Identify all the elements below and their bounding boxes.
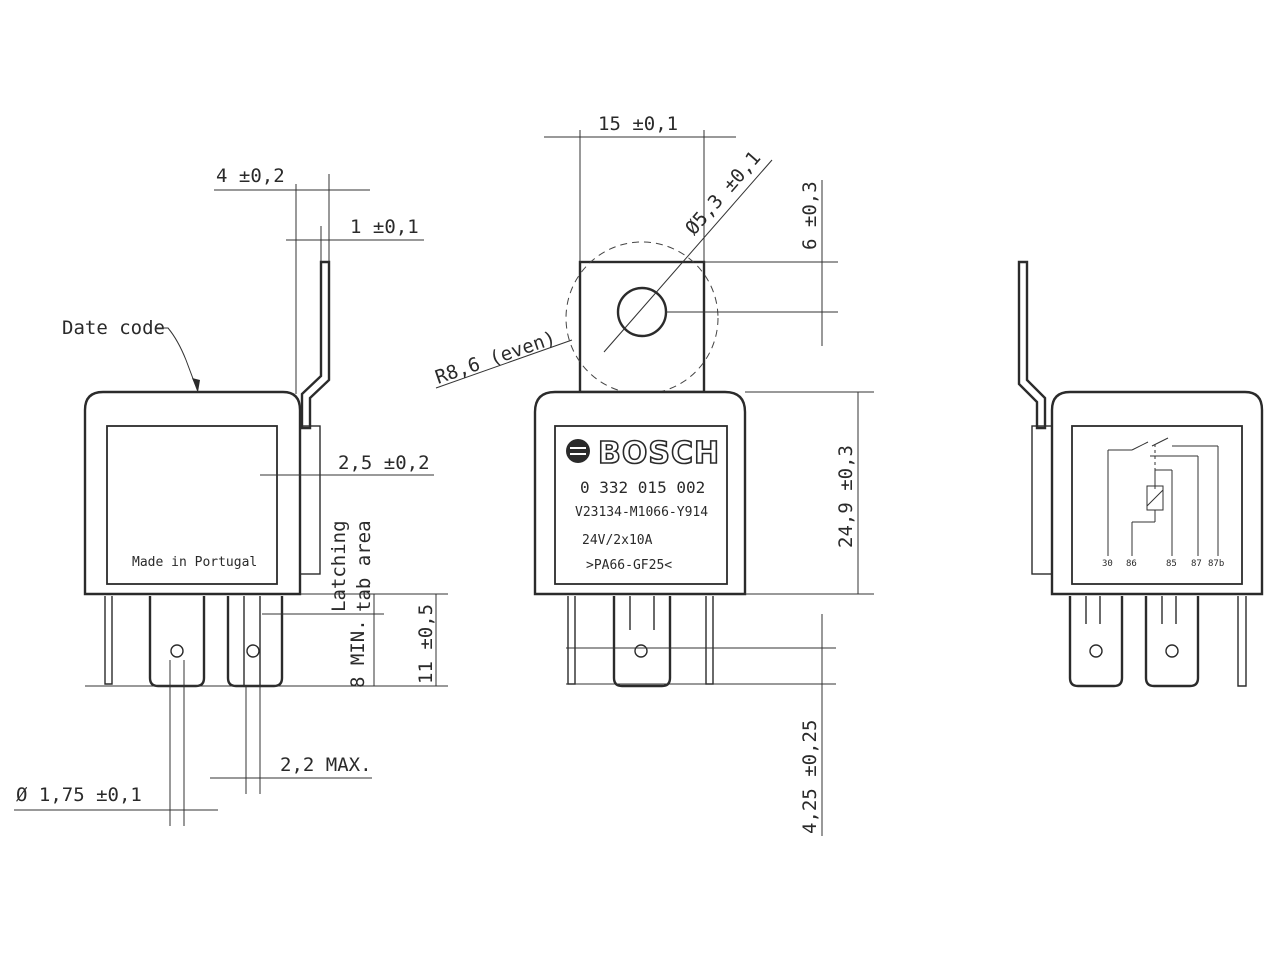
mount-hole (616, 286, 668, 338)
bosch-logo-mark-2 (570, 453, 586, 455)
date-code-arrow (192, 378, 200, 392)
brand-text: BOSCH (598, 436, 720, 471)
date-code-leader (155, 327, 199, 393)
left-label-area (106, 425, 278, 585)
bosch-logo-icon (566, 439, 590, 463)
code-text: V23134-M1066-Y914 (575, 505, 708, 520)
pin-label-85: 85 (1166, 559, 1177, 569)
right-view: 30 86 85 87 87b (1017, 260, 1264, 688)
left-relay-body (83, 390, 302, 596)
pin-label-87b: 87b (1208, 559, 1224, 569)
dim-4-25-text: 4,25 ±0,25 (799, 720, 821, 834)
pin-label-30: 30 (1102, 559, 1113, 569)
right-bracket-tab (1017, 260, 1047, 430)
bosch-logo-mark-1 (570, 447, 586, 449)
left-view: Made in Portugal Date code 4 ±0,2 1 ±0,1… (14, 165, 448, 826)
center-pin-thin-1 (567, 596, 576, 685)
dim-radius-text: R8,6 (even) (432, 327, 558, 389)
right-pin-thin (1237, 596, 1247, 687)
center-pin-main (612, 596, 672, 688)
left-pin-2 (226, 596, 284, 688)
left-pin-1 (148, 596, 206, 688)
left-bracket-tab (300, 260, 331, 430)
right-pin-1-hole (1089, 644, 1103, 658)
dim-2-2-text: 2,2 MAX. (280, 754, 372, 776)
right-relay-body (1050, 390, 1264, 596)
pin-label-86: 86 (1126, 559, 1137, 569)
dim-dia-text: Ø 1,75 ±0,1 (16, 784, 142, 806)
center-pin-hole (634, 644, 648, 658)
made-in-text: Made in Portugal (132, 555, 257, 570)
center-relay-body (533, 390, 747, 596)
dim-24-text: 24,9 ±0,3 (835, 445, 857, 548)
latching-label-2: tab area (353, 520, 375, 612)
dim-8-text: 8 MIN. (347, 619, 369, 688)
right-label-area (1071, 425, 1243, 585)
right-latching-tab (1031, 425, 1053, 575)
dim-15-text: 15 ±0,1 (598, 113, 678, 135)
dim-1-text: 1 ±0,1 (350, 216, 419, 238)
pin-label-87: 87 (1191, 559, 1202, 569)
rating-text: 24V/2x10A (582, 533, 653, 548)
material-text: >PA66-GF25< (586, 558, 672, 573)
schematic-coil-slash (1146, 489, 1164, 507)
right-pin-2 (1144, 596, 1200, 688)
part-number-text: 0 332 015 002 (580, 478, 705, 497)
dim-11-text: 11 ±0,5 (415, 604, 437, 684)
dim-2-5-text: 2,5 ±0,2 (338, 452, 430, 474)
right-pin-2-hole (1165, 644, 1179, 658)
dim-hole-leader (603, 159, 773, 353)
center-pin-thin-2 (705, 596, 714, 685)
radius-dashed-circle (565, 241, 719, 395)
left-pin-1-hole (170, 644, 184, 658)
center-view: BOSCH 0 332 015 002 V23134-M1066-Y914 24… (432, 113, 874, 836)
date-code-label: Date code (62, 317, 165, 339)
left-pin-thin-1 (104, 596, 113, 685)
dim-radius-leader (435, 339, 573, 389)
left-pin-2-hole (246, 644, 260, 658)
dim-4-text: 4 ±0,2 (216, 165, 285, 187)
center-label-area (554, 425, 728, 585)
latching-tab (299, 425, 321, 575)
schematic-switch-a (1131, 441, 1149, 451)
dim-hole-text: Ø5,3 ±0,1 (681, 147, 765, 239)
relay-schematic: 30 86 85 87 87b (1102, 437, 1224, 569)
right-pin-1 (1068, 596, 1124, 688)
latching-label-1: Latching (328, 520, 350, 612)
dim-6-text: 6 ±0,3 (799, 181, 821, 250)
